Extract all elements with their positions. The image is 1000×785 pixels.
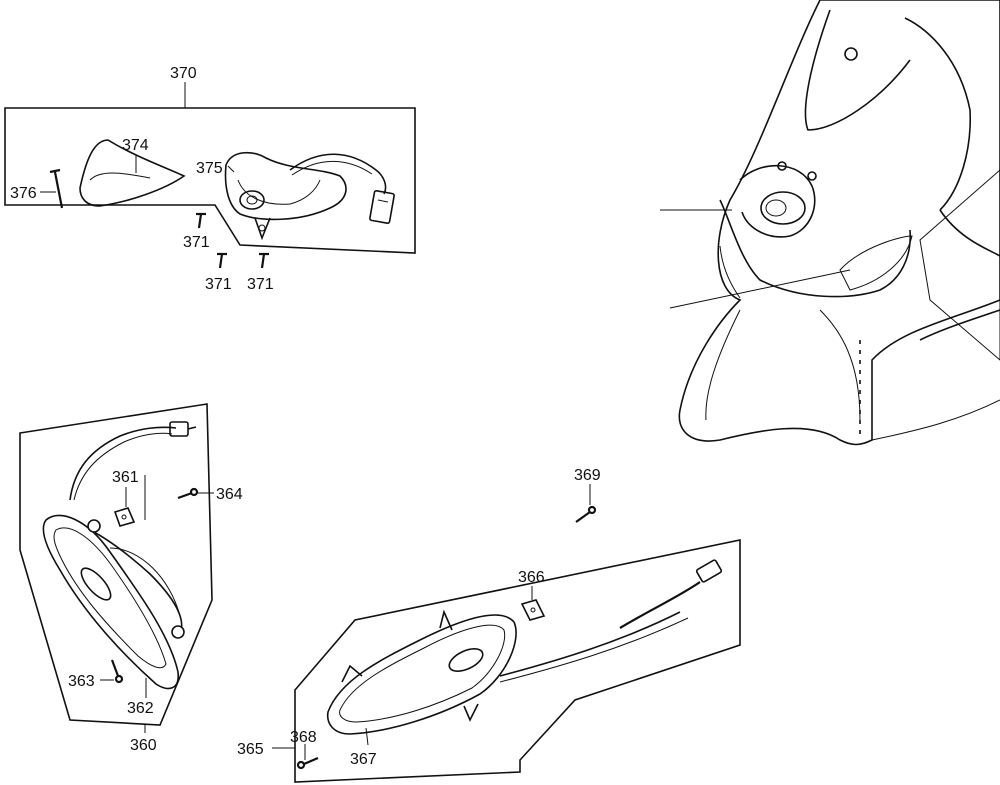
label-371-c: 371 [247,276,274,293]
screw-364 [177,487,199,500]
label-370: 370 [170,65,197,82]
label-369: 369 [574,467,601,484]
screw-376 [49,168,64,209]
clip-366 [520,599,546,621]
label-376: 376 [10,185,37,202]
group-365-right-turn-signal: 365 367 366 368 [237,539,741,783]
label-368: 368 [290,729,317,746]
scooter-front-body [660,0,1000,446]
screw-371-b [217,252,227,269]
screw-369 [575,505,597,523]
label-365: 365 [237,741,264,758]
housing-375 [224,151,395,241]
label-371-a: 371 [183,234,210,251]
label-367: 367 [350,751,377,768]
clip-361 [113,507,136,527]
label-360: 360 [130,737,157,754]
lens-362 [42,421,197,690]
group-365-frame [294,539,741,783]
screw-368 [296,756,319,770]
leader-367 [365,727,369,746]
group-370-frame [4,107,416,254]
leader-375 [227,165,235,173]
screw-371-c [259,252,269,269]
lens-367 [326,559,723,735]
label-366: 366 [518,569,545,586]
label-375: 375 [196,160,223,177]
label-362: 362 [127,700,154,717]
screw-371-a [196,212,206,229]
label-363: 363 [68,673,95,690]
lens-374 [79,139,186,207]
group-370-turn-signal-assembly: 370 374 376 375 [4,65,416,293]
group-360-left-turn-signal: 360 362 361 364 [19,403,243,754]
screw-363 [110,659,124,684]
label-371-b: 371 [205,276,232,293]
label-374: 374 [122,137,149,154]
group-360-frame [19,403,213,726]
label-364: 364 [216,486,243,503]
label-361: 361 [112,469,139,486]
